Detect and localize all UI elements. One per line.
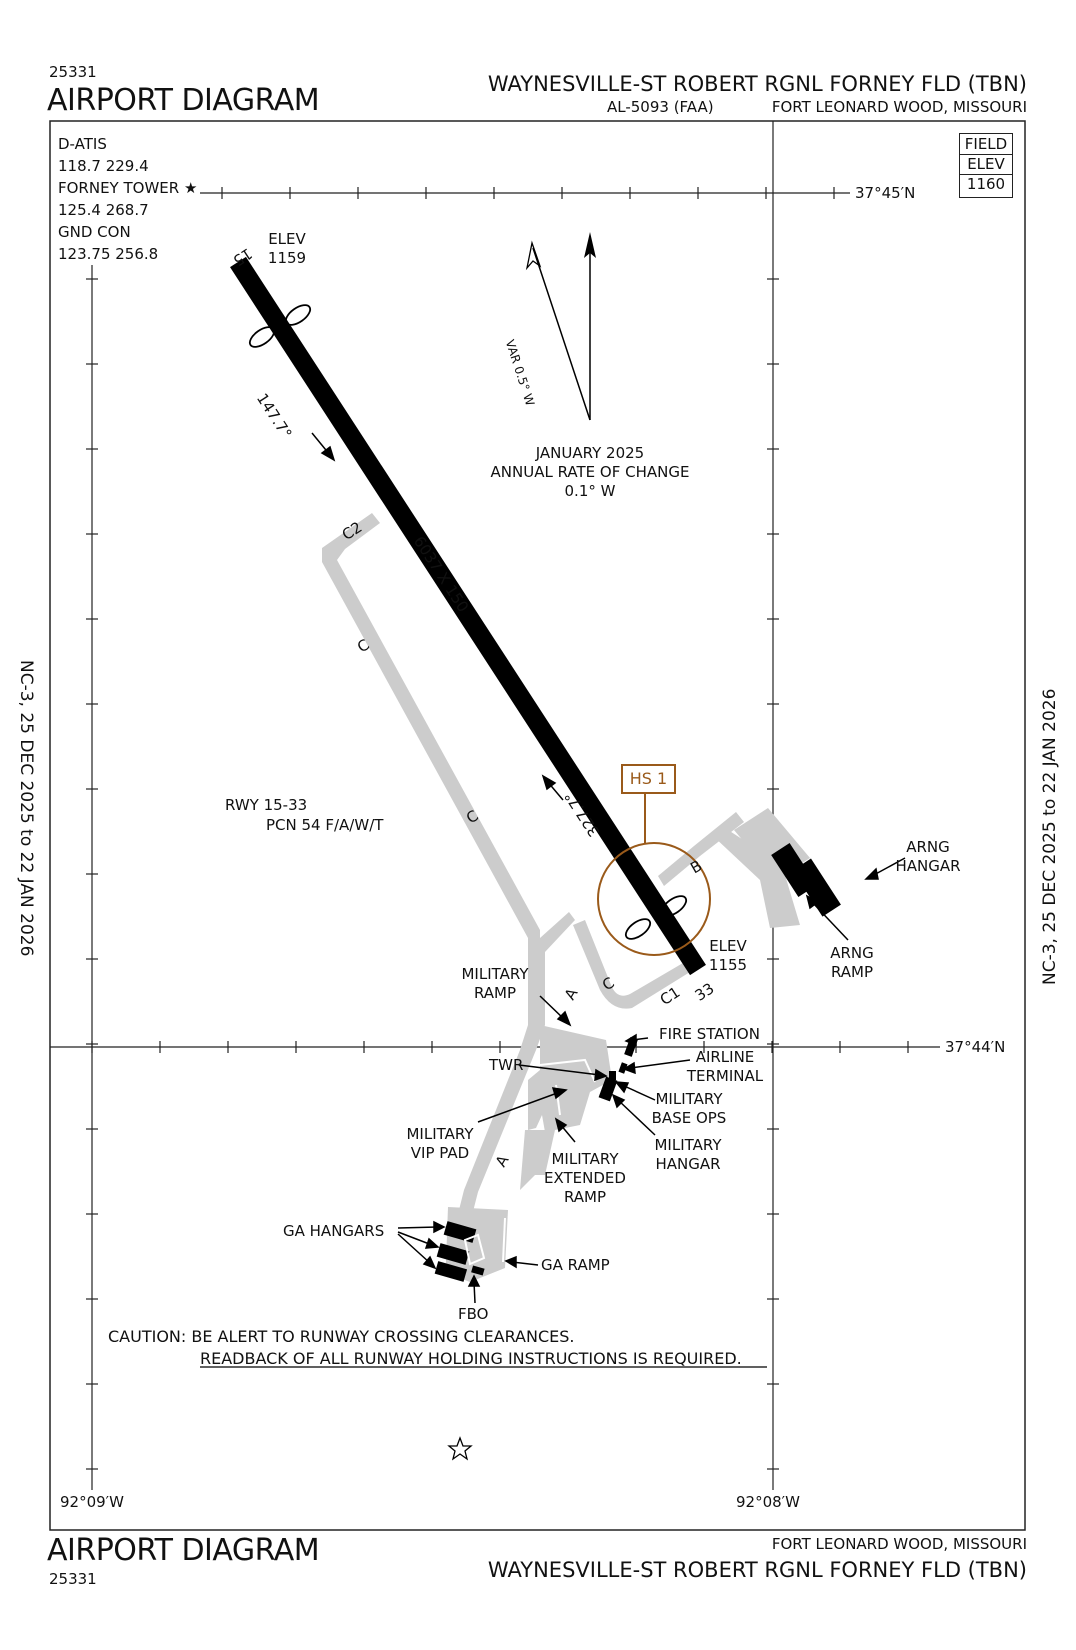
procedure-number: AL-5093 (FAA) — [607, 98, 714, 116]
footer-airport-name: WAYNESVILLE-ST ROBERT RGNL FORNEY FLD (T… — [487, 1558, 1027, 1582]
fbo-label: FBO — [458, 1305, 489, 1323]
graticule — [50, 121, 940, 1490]
field-elev-value: 1160 — [966, 175, 1006, 193]
atis-freq: 118.7 229.4 — [58, 157, 149, 175]
taxiway-c1-path — [573, 920, 690, 1009]
runway-pcn: PCN 54 F/A/W/T — [266, 816, 384, 834]
chart-number: 25331 — [49, 63, 97, 81]
elev-value: 1159 — [267, 249, 307, 267]
ga-hangar-1 — [443, 1221, 477, 1243]
tower-label: TWR — [489, 1056, 524, 1074]
ga-hangar-3 — [434, 1261, 468, 1282]
longitude-right: 92°08′W — [736, 1493, 800, 1511]
military-ramp-label: MILITARY RAMP — [461, 965, 529, 1002]
runway-33-elevation: ELEV 1155 — [706, 937, 750, 975]
heading-arrows — [311, 432, 564, 801]
effective-dates-right: NC-3, 25 DEC 2025 to 22 JAN 2026 — [1040, 688, 1060, 985]
arng-ramp-shape — [712, 828, 800, 928]
field-elev-label-2: ELEV — [960, 155, 1012, 175]
footer-city-state: FORT LEONARD WOOD, MISSOURI — [771, 1535, 1027, 1553]
beacon-icon — [447, 1436, 473, 1461]
arng-hangar-building-2 — [792, 858, 841, 917]
light-symbols — [248, 304, 688, 940]
runway-15-33 — [230, 256, 706, 976]
magnetic-rate-label: ANNUAL RATE OF CHANGE — [490, 463, 690, 481]
military-extended-ramp — [520, 1130, 555, 1190]
military-extended-ramp-label: MILITARY EXTENDED RAMP — [544, 1150, 626, 1206]
elev-label: ELEV — [268, 230, 306, 248]
frequency-list: D-ATIS 118.7 229.4 FORNEY TOWER ★ 125.4 … — [58, 133, 197, 265]
elev-value: 1155 — [708, 956, 748, 974]
arng-hangar-label: ARNG HANGAR — [895, 838, 961, 875]
fire-station-label: FIRE STATION — [659, 1025, 760, 1043]
runway-designation: RWY 15-33 — [225, 796, 308, 814]
field-elev-label-1: FIELD — [960, 135, 1012, 155]
ground-freq: 123.75 256.8 — [58, 245, 159, 263]
leader-lines — [397, 857, 906, 1304]
military-base-ops-label: MILITARY BASE OPS — [651, 1090, 727, 1127]
ground-label: GND CON — [58, 223, 131, 241]
airport-name: WAYNESVILLE-ST ROBERT RGNL FORNEY FLD (T… — [487, 72, 1027, 96]
magnetic-rate-block: JANUARY 2025 ANNUAL RATE OF CHANGE 0.1° … — [470, 444, 710, 501]
effective-dates-left: NC-3, 25 DEC 2025 to 22 JAN 2026 — [16, 660, 36, 957]
footer-chart-number: 25331 — [49, 1570, 97, 1588]
page-title: AIRPORT DIAGRAM — [47, 83, 320, 118]
city-state: FORT LEONARD WOOD, MISSOURI — [771, 98, 1027, 116]
tower-freq: 125.4 268.7 — [58, 201, 149, 219]
magnetic-rate: 0.1° W — [564, 482, 616, 500]
fbo-building — [471, 1265, 485, 1276]
arng-ramp-label: ARNG RAMP — [830, 944, 874, 981]
military-vip-pad-label: MILITARY VIP PAD — [406, 1125, 474, 1162]
military-hangar-building — [598, 1076, 618, 1102]
atis-label: D-ATIS — [58, 135, 107, 153]
latitude-mid: 37°44′N — [945, 1038, 1006, 1056]
ga-ramp-label: GA RAMP — [541, 1256, 610, 1274]
magnetic-date: JANUARY 2025 — [535, 444, 645, 462]
ga-hangar-2 — [436, 1243, 470, 1265]
hotspot-circle — [597, 842, 711, 956]
airline-terminal-label: AIRLINE TERMINAL — [686, 1048, 764, 1085]
military-ramp-shape — [528, 1025, 612, 1132]
military-hangar-label: MILITARY HANGAR — [654, 1136, 722, 1173]
terminal-building — [618, 1062, 628, 1074]
ga-hangars-label: GA HANGARS — [283, 1222, 385, 1240]
buildings — [434, 843, 841, 1282]
caution-line-1: CAUTION: BE ALERT TO RUNWAY CROSSING CLE… — [108, 1327, 575, 1346]
hotspot-hs1[interactable]: HS 1 — [621, 764, 676, 794]
latitude-top: 37°45′N — [855, 184, 916, 202]
taxiway-c-path — [322, 513, 575, 1278]
north-arrows — [525, 232, 596, 421]
tower-building — [609, 1071, 616, 1080]
tower-label: FORNEY TOWER ★ — [58, 179, 198, 197]
field-elevation-box: FIELD ELEV 1160 — [959, 133, 1013, 198]
caution-line-2: READBACK OF ALL RUNWAY HOLDING INSTRUCTI… — [200, 1349, 742, 1368]
longitude-left: 92°09′W — [60, 1493, 124, 1511]
diagram-frame — [49, 120, 1026, 1531]
elev-label: ELEV — [709, 937, 747, 955]
runway-15-elevation: ELEV 1159 — [265, 230, 309, 268]
footer-title: AIRPORT DIAGRAM — [47, 1533, 320, 1568]
